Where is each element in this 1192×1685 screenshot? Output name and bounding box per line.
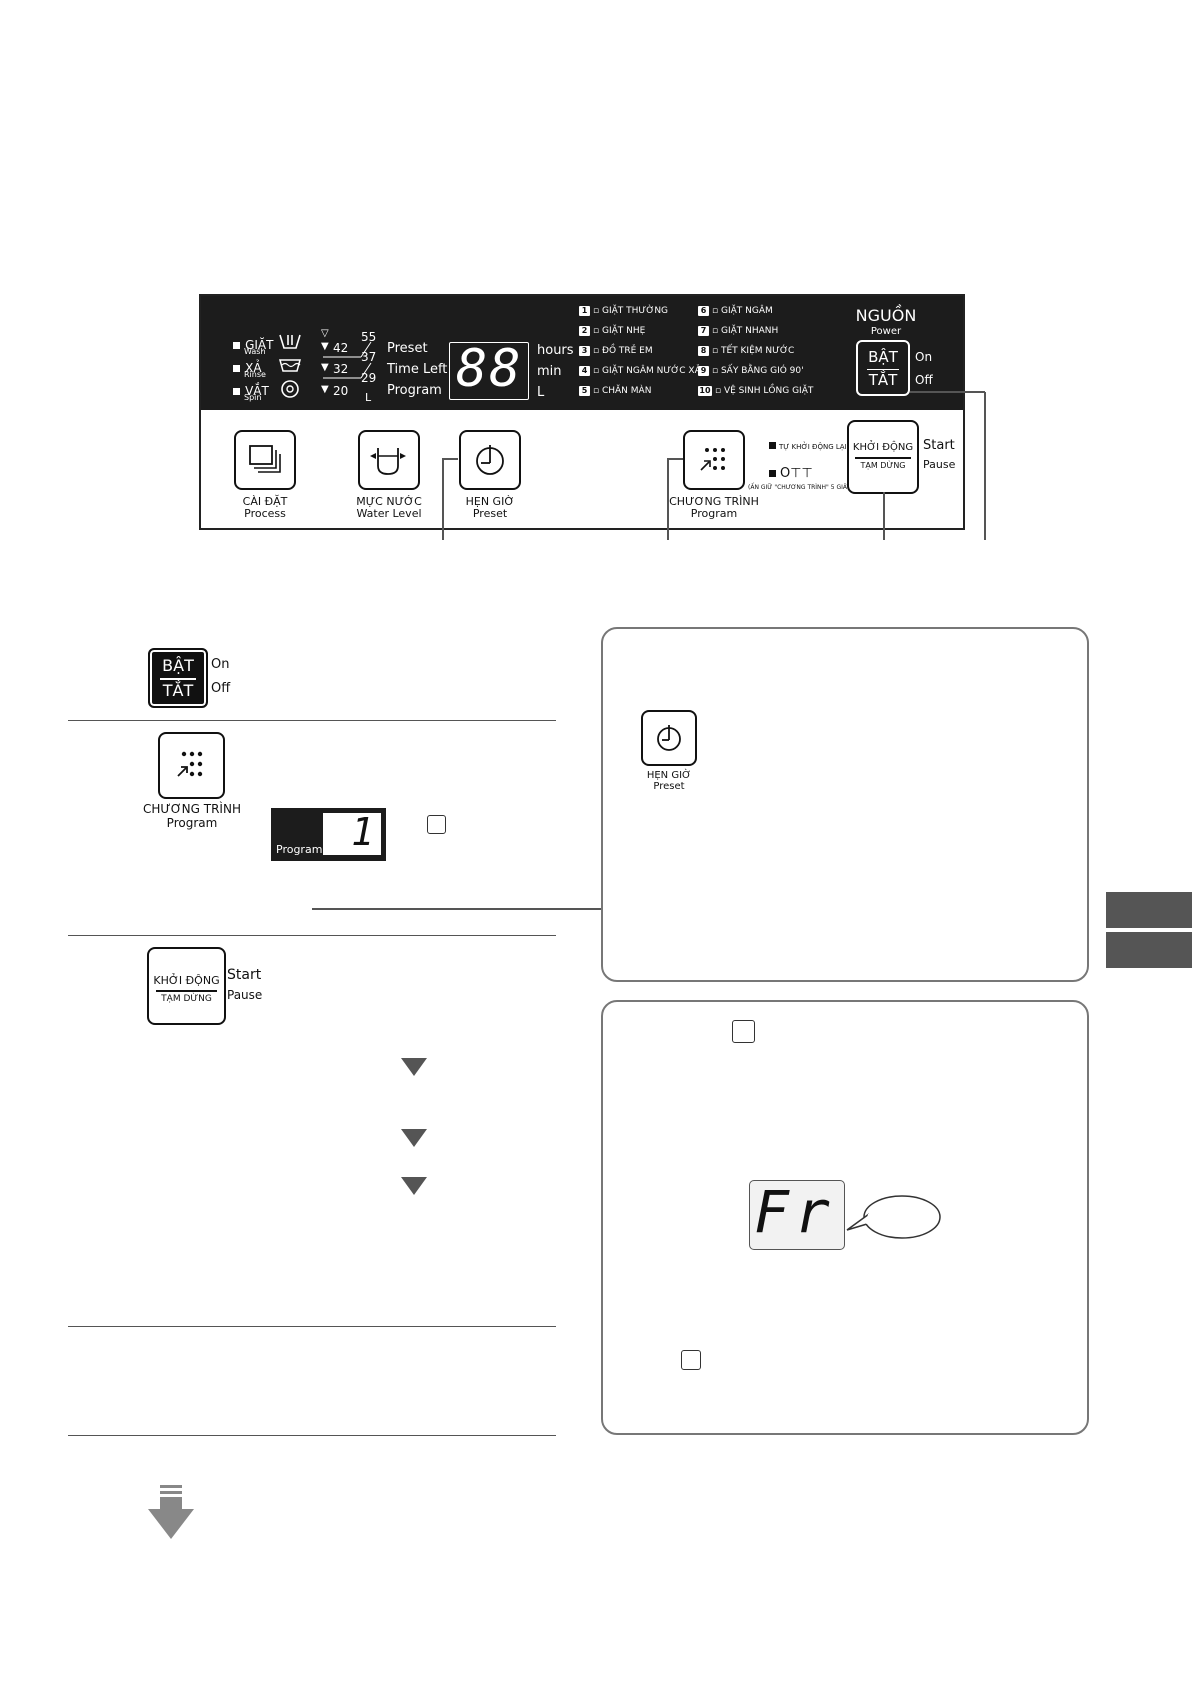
step-on-label: On bbox=[211, 657, 230, 672]
fr-display: Fr bbox=[749, 1178, 845, 1250]
program-item-6: 6▫ GIẶT NGÂM bbox=[698, 306, 773, 316]
water-level-button[interactable] bbox=[358, 430, 420, 490]
program-button[interactable] bbox=[683, 430, 745, 490]
program-item-3: 3▫ ĐỒ TRẺ EM bbox=[579, 346, 653, 356]
step-start-label: Start bbox=[227, 967, 262, 983]
mode-labels: Preset Time Left Program bbox=[387, 341, 448, 398]
callout-line-program bbox=[667, 458, 669, 540]
preset-button[interactable] bbox=[459, 430, 521, 490]
step-start-pause-button: KHỞI ĐỘNG TẠM DỪNG bbox=[147, 947, 226, 1025]
power-title: NGUỒN bbox=[855, 306, 917, 325]
step-divider-2 bbox=[68, 935, 556, 936]
flow-arrow-3 bbox=[401, 1177, 427, 1195]
callout-line-power bbox=[984, 392, 986, 540]
step-divider-3 bbox=[68, 1326, 556, 1327]
start-label: Start bbox=[923, 438, 955, 453]
step-off-label: Off bbox=[211, 681, 231, 696]
step-pause-label: Pause bbox=[227, 988, 263, 1002]
step-program-button bbox=[158, 732, 225, 799]
program-item-9: 9▫ SẤY BẰNG GIÓ 90' bbox=[698, 366, 804, 376]
timer-icon bbox=[657, 725, 681, 751]
note-checkbox-3 bbox=[681, 1350, 701, 1370]
speech-bubble bbox=[846, 1195, 941, 1239]
step-divider-1 bbox=[68, 720, 556, 721]
side-tab-2[interactable] bbox=[1106, 932, 1192, 968]
program-item-7: 7▫ GIẶT NHANH bbox=[698, 326, 778, 336]
child-lock-indicator: O⊤⊤ bbox=[769, 466, 813, 481]
child-lock-note: (ẤN GIỮ "CHƯƠNG TRÌNH" 5 GIÂY) bbox=[748, 484, 853, 491]
program-item-10: 10▫ VỆ SINH LỒNG GIẶT bbox=[698, 386, 814, 396]
key-icon: O⊤⊤ bbox=[780, 466, 813, 481]
continue-down-arrow-icon bbox=[148, 1485, 194, 1539]
program-item-5: 5▫ CHĂN MÀN bbox=[579, 386, 651, 396]
water-tub-icon bbox=[370, 448, 406, 475]
panel-power-button[interactable]: BẬT TẮT bbox=[856, 340, 910, 396]
auto-restart-indicator: TỰ KHỞI ĐỘNG LẠI bbox=[769, 442, 847, 451]
power-off-label: Off bbox=[915, 373, 933, 387]
note-checkbox-2 bbox=[732, 1020, 755, 1043]
step-divider-4 bbox=[68, 1435, 556, 1436]
indicator-rinse: XẢ Rinse bbox=[233, 357, 266, 379]
power-subtitle: Power bbox=[870, 326, 902, 337]
indicator-wash: GIẶT Wash bbox=[233, 334, 273, 356]
wash-rinse-spin-icons bbox=[279, 334, 301, 398]
program-callout-line bbox=[312, 908, 604, 910]
power-on-label: On bbox=[915, 350, 933, 364]
program-dots-icon bbox=[177, 751, 203, 777]
display-units: hours min L bbox=[537, 343, 574, 400]
program-item-2: 2▫ GIẶT NHẸ bbox=[579, 326, 645, 336]
callout-line-start bbox=[883, 492, 885, 540]
water-level-scale: ▽ ▼ 42 55 37 ▼ 32 29 ▼ 20 L bbox=[321, 328, 377, 404]
program-dots-icon bbox=[700, 448, 725, 471]
program-item-8: 8▫ TẾT KIỆM NƯỚC bbox=[698, 346, 794, 356]
indicator-spin: VẮT Spin bbox=[233, 380, 269, 402]
callout-line-preset bbox=[442, 458, 444, 540]
step-program-display: Program 1 bbox=[271, 808, 386, 861]
start-pause-button[interactable]: KHỞI ĐỘNG TẠM DỪNG bbox=[847, 420, 919, 494]
flow-arrow-2 bbox=[401, 1129, 427, 1147]
process-button[interactable] bbox=[234, 430, 296, 490]
timer-icon bbox=[476, 445, 504, 475]
side-tab-1[interactable] bbox=[1106, 892, 1192, 928]
program-item-4: 4▫ GIẶT NGÂM NƯỚC XẢ bbox=[579, 366, 701, 376]
info-box-notes: Fr bbox=[601, 1000, 1089, 1435]
time-display: 88 bbox=[449, 339, 529, 400]
pause-label: Pause bbox=[923, 458, 956, 471]
panel-display-area: GIẶT Wash XẢ Rinse VẮT Spin ▽ ▼ 42 bbox=[201, 296, 963, 410]
note-checkbox-1 bbox=[427, 815, 446, 834]
program-item-1: 1▫ GIẶT THƯỜNG bbox=[579, 306, 668, 316]
layers-icon bbox=[249, 445, 281, 473]
flow-arrow-1 bbox=[401, 1058, 427, 1076]
control-panel: GIẶT Wash XẢ Rinse VẮT Spin ▽ ▼ 42 bbox=[199, 294, 965, 530]
step-power-button: BẬT TẮT bbox=[148, 648, 208, 708]
info-preset-button bbox=[641, 710, 697, 766]
